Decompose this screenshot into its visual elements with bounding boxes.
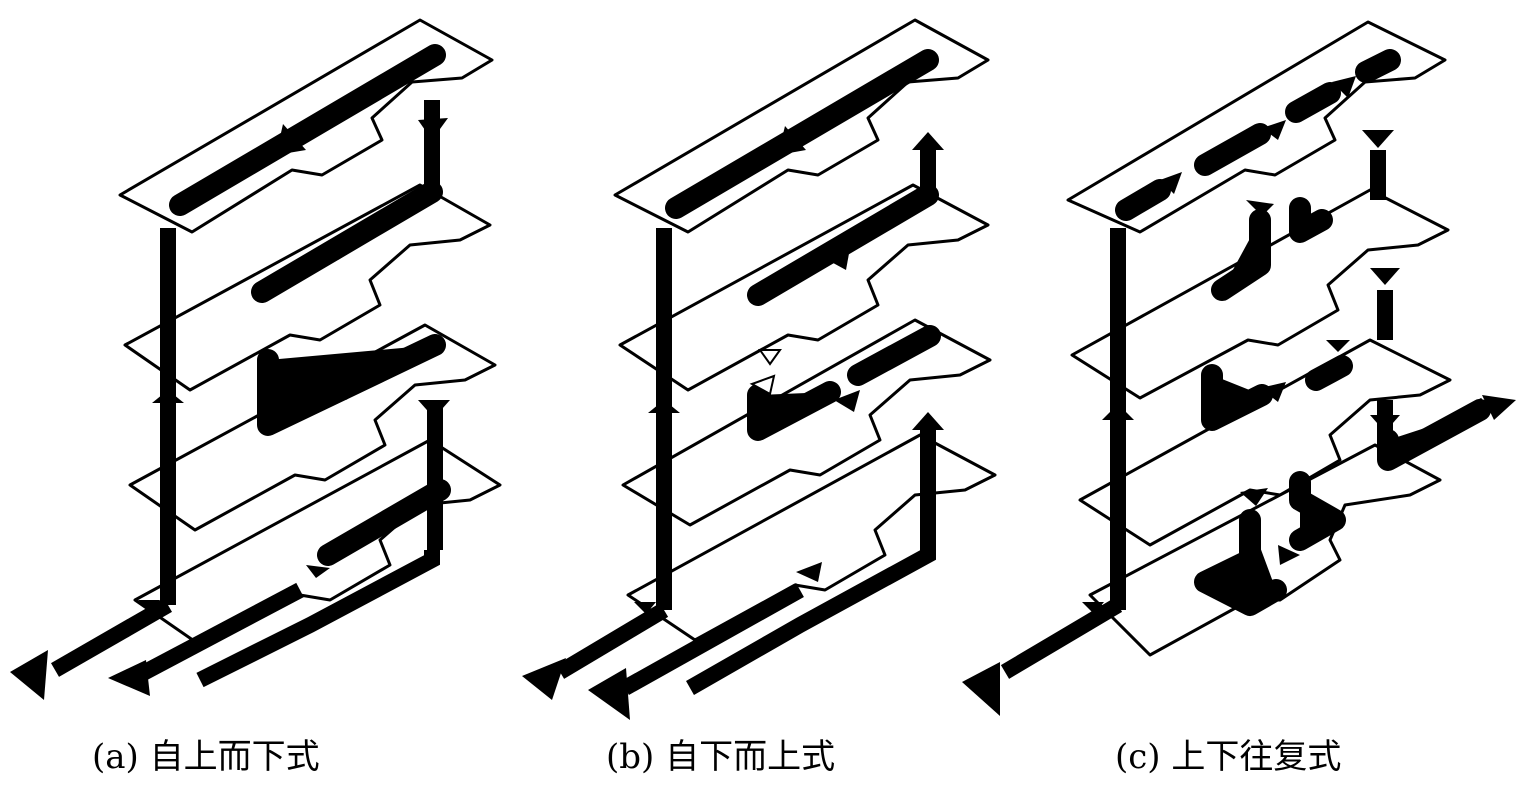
flow-arrowhead bbox=[648, 400, 680, 413]
flow-arrowhead bbox=[824, 248, 850, 270]
corridor-flow bbox=[1115, 179, 1171, 221]
corridor-flow bbox=[747, 381, 841, 441]
exit-flow bbox=[51, 598, 172, 677]
panel-a-top-down bbox=[10, 18, 502, 700]
flow-arrowhead bbox=[912, 132, 944, 150]
exit-flow bbox=[1396, 397, 1489, 458]
stair-shaft bbox=[196, 550, 440, 688]
flow-arrowhead bbox=[1082, 602, 1104, 614]
flow-arrowhead bbox=[1260, 382, 1286, 402]
flow-arrowhead bbox=[306, 565, 330, 578]
floor-slab bbox=[621, 318, 992, 527]
corridor-flow bbox=[665, 49, 939, 219]
flow-arrowhead bbox=[336, 240, 360, 260]
floor-slab bbox=[1070, 188, 1450, 400]
floor-slab bbox=[618, 183, 990, 392]
exit-arrowhead bbox=[962, 662, 1000, 716]
corridor-flow bbox=[1305, 355, 1353, 391]
exit-arrowhead bbox=[522, 658, 566, 700]
corridor-flow bbox=[1289, 471, 1346, 551]
flow-arrowhead bbox=[1326, 340, 1350, 352]
flow-arrowhead bbox=[1246, 200, 1274, 216]
floor-slab bbox=[128, 323, 497, 532]
exit-flow bbox=[126, 582, 304, 688]
flow-arrowhead bbox=[418, 400, 450, 418]
corridor-flow bbox=[847, 325, 941, 386]
exit-flow bbox=[621, 583, 804, 695]
exit-arrowhead bbox=[588, 668, 630, 720]
flow-arrowhead bbox=[834, 390, 860, 412]
flow-arrowhead bbox=[796, 562, 822, 582]
stair-shaft bbox=[686, 540, 936, 695]
flow-arrowhead bbox=[418, 118, 448, 140]
corridor-flow bbox=[1355, 49, 1401, 83]
exit-arrowhead bbox=[1482, 395, 1516, 420]
floor-slab bbox=[123, 183, 492, 392]
caption-panel-a: (a) 自上而下式 bbox=[92, 737, 320, 777]
panel-b-bottom-up bbox=[522, 18, 997, 720]
panel-c-up-down-reciprocating bbox=[962, 20, 1516, 716]
corridor-flow bbox=[251, 181, 443, 303]
exit-arrowhead bbox=[108, 660, 150, 696]
caption-panel-b: (b) 自下而上式 bbox=[606, 737, 836, 777]
flow-arrowhead bbox=[152, 390, 184, 403]
flow-arrowhead bbox=[634, 602, 656, 614]
exit-arrowhead bbox=[10, 650, 48, 700]
flow-arrowhead bbox=[342, 382, 366, 400]
flow-arrowhead bbox=[1262, 120, 1286, 140]
flow-arrowhead bbox=[778, 126, 806, 155]
flow-arrowhead bbox=[1370, 268, 1400, 285]
flow-arrowhead bbox=[276, 124, 306, 155]
flow-arrowhead bbox=[912, 412, 944, 430]
corridor-flow bbox=[317, 479, 451, 566]
corridor-flow bbox=[747, 184, 939, 306]
flow-arrowhead bbox=[1362, 130, 1394, 148]
floor-slab bbox=[1078, 338, 1452, 547]
flow-arrowhead bbox=[138, 600, 160, 612]
flow-arrowhead bbox=[758, 349, 782, 366]
caption-panel-c: (c) 上下往复式 bbox=[1115, 737, 1342, 777]
flow-arrowhead bbox=[1160, 172, 1182, 194]
corridor-flow bbox=[169, 44, 446, 216]
exit-flow bbox=[555, 603, 669, 679]
flow-arrowhead bbox=[1102, 404, 1134, 420]
corridor-flow bbox=[1211, 209, 1271, 301]
flow-arrowhead bbox=[1370, 415, 1400, 432]
corridor-flow bbox=[1285, 82, 1341, 123]
exit-flow bbox=[1000, 598, 1123, 679]
corridor-flow bbox=[1289, 197, 1333, 243]
flow-arrowhead bbox=[749, 374, 776, 396]
flow-arrowhead bbox=[1240, 488, 1268, 506]
flow-arrowhead bbox=[1278, 545, 1300, 565]
flow-arrowhead bbox=[1332, 76, 1356, 98]
corridor-flow bbox=[1201, 364, 1273, 431]
floor-slab bbox=[1088, 443, 1442, 657]
corridor-flow bbox=[1194, 123, 1271, 176]
corridor-flow bbox=[1194, 509, 1287, 616]
